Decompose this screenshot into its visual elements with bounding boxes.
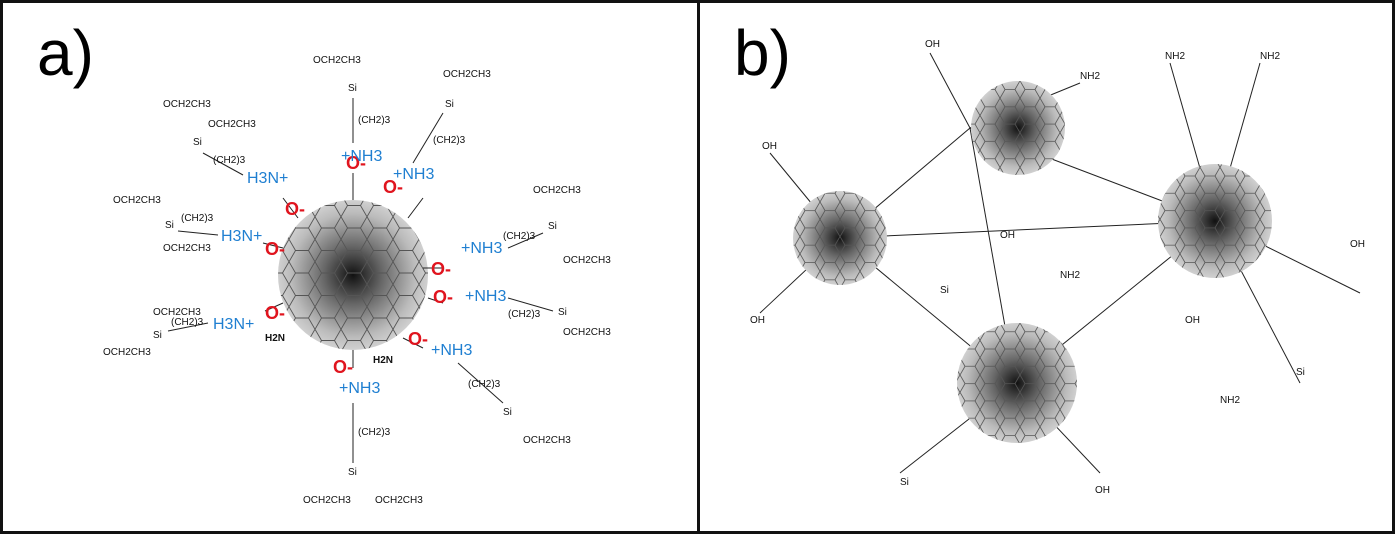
ethoxy-4: OCH2CH3 (163, 243, 211, 254)
si-lower-right: Si (558, 307, 567, 318)
carboxylate-right: O- (431, 259, 451, 279)
carboxylate-upper-left: O- (285, 199, 305, 219)
ethoxy-6: OCH2CH3 (153, 307, 201, 318)
carboxylate-bottom-right: O- (408, 329, 428, 349)
ammonium-upper-right: +NH3 (393, 166, 434, 183)
amine-end-2: NH2 (1260, 51, 1280, 62)
carboxylate-lower-right: O- (433, 287, 453, 307)
panel-b-diagram: OH OH OH OH OH OH OH NH2 NH2 NH2 NH2 NH2… (750, 39, 1365, 496)
si-left: Si (165, 220, 174, 231)
amino-bottom: H2N (373, 355, 393, 366)
ethoxy-10: OCH2CH3 (563, 255, 611, 266)
amino-left: H2N (265, 333, 285, 344)
amine-end-5: NH2 (1220, 395, 1240, 406)
propyl-2: (CH2)3 (181, 213, 214, 224)
ethoxy-1: OCH2CH3 (163, 99, 211, 110)
si-upper-right: Si (445, 99, 454, 110)
carboxylate-left: O- (265, 239, 285, 259)
propyl-4: (CH2)3 (358, 115, 391, 126)
propyl-6: (CH2)3 (503, 231, 536, 242)
propyl-linkers: (CH2)3 (CH2)3 (CH2)3 (CH2)3 (CH2)3 (CH2)… (171, 115, 541, 438)
carboxylate-groups: O- O- O- O- O- O- O- O- O- (265, 153, 453, 377)
ethoxy-9: OCH2CH3 (533, 185, 581, 196)
propyl-8: (CH2)3 (468, 379, 501, 390)
propyl-5: (CH2)3 (433, 135, 466, 146)
propyl-7: (CH2)3 (508, 309, 541, 320)
ethoxy-5: OCH2CH3 (103, 347, 151, 358)
ammonium-lower-right: +NH3 (465, 288, 506, 305)
panel-a-label: a) (37, 17, 94, 89)
si-bottom: Si (348, 467, 357, 478)
panel-a-diagram: O- O- O- O- O- O- O- O- O- H2N H2N H3N+ … (103, 55, 611, 506)
ammonium-lower-left: H3N+ (213, 316, 254, 333)
ethoxy-12: OCH2CH3 (523, 435, 571, 446)
panel-b-label: b) (734, 17, 791, 89)
si-upper-left: Si (193, 137, 202, 148)
amine-end-1: NH2 (1165, 51, 1185, 62)
ammonium-top: +NH3 (341, 148, 382, 165)
propyl-9: (CH2)3 (358, 427, 391, 438)
si-lower-left: Si (153, 330, 162, 341)
ethoxy-8: OCH2CH3 (443, 69, 491, 80)
amine-end-3: NH2 (1080, 71, 1100, 82)
ethoxy-7: OCH2CH3 (313, 55, 361, 66)
si-top: Si (348, 83, 357, 94)
silanol-2: OH (750, 315, 765, 326)
carboxylate-lower-left: O- (265, 303, 285, 323)
panel-b: b) (697, 0, 1395, 534)
ionic-bonds (262, 173, 444, 368)
silanol-4: OH (1000, 230, 1015, 241)
si-right: Si (548, 221, 557, 232)
propyl-1: (CH2)3 (213, 155, 246, 166)
carboxylate-upper-right: O- (383, 177, 403, 197)
ammonium-left: H3N+ (221, 228, 262, 245)
carbon-dots (793, 81, 1272, 443)
si-bottom-right: Si (503, 407, 512, 418)
silicon-atoms: Si Si Si Si Si Si Si Si Si (153, 83, 567, 478)
silanol-3: OH (925, 39, 940, 50)
network-labels: OH OH OH OH OH OH OH NH2 NH2 NH2 NH2 NH2… (750, 39, 1365, 496)
ammonium-bottom-right: +NH3 (431, 342, 472, 359)
ethoxy-3: OCH2CH3 (113, 195, 161, 206)
siloxane-1: Si (900, 477, 909, 488)
carboxylate-bottom: O- (333, 357, 353, 377)
silanol-7: OH (1185, 315, 1200, 326)
siloxane-3: Si (940, 285, 949, 296)
ammonium-bottom: +NH3 (339, 380, 380, 397)
ethoxy-2: OCH2CH3 (208, 119, 256, 130)
ammonium-upper-left: H3N+ (247, 170, 288, 187)
ammonium-right: +NH3 (461, 240, 502, 257)
propyl-3: (CH2)3 (171, 317, 204, 328)
silanol-1: OH (762, 141, 777, 152)
ethoxy-11: OCH2CH3 (563, 327, 611, 338)
ethoxy-13: OCH2CH3 (303, 495, 351, 506)
silanol-6: OH (1350, 239, 1365, 250)
silane-tails (167, 98, 554, 463)
silanol-5: OH (1095, 485, 1110, 496)
ethoxy-14: OCH2CH3 (375, 495, 423, 506)
amine-end-4: NH2 (1060, 270, 1080, 281)
siloxane-2: Si (1296, 367, 1305, 378)
ammonium-groups: H3N+ H3N+ H3N+ +NH3 +NH3 +NH3 +NH3 +NH3 … (213, 148, 506, 397)
graphene-lattice (278, 200, 428, 350)
ethoxy-groups: OCH2CH3 OCH2CH3 OCH2CH3 OCH2CH3 OCH2CH3 … (103, 55, 611, 506)
carboxylate-top: O- (346, 153, 366, 173)
panel-a: a) (0, 0, 700, 534)
